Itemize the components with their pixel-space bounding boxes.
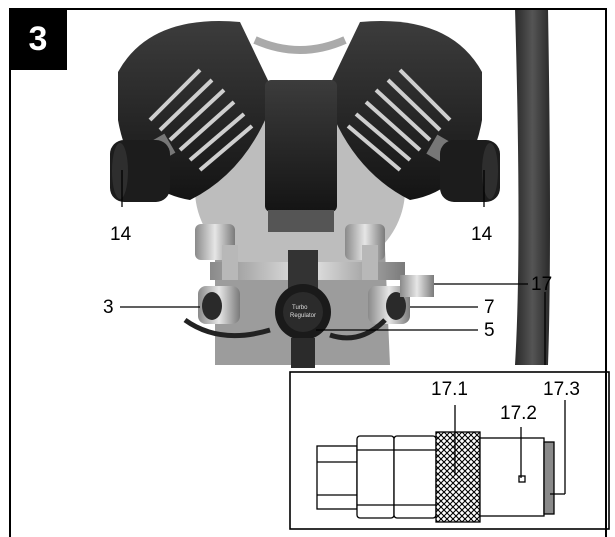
pressure-switch <box>265 80 337 212</box>
callout-outlet-right: 7 <box>484 297 495 318</box>
knob-text-line2: Regulator <box>290 313 317 319</box>
figure-number-badge: 3 <box>9 8 67 70</box>
inset-label-17-2: 17.2 <box>500 403 537 424</box>
air-filter-right <box>426 134 500 202</box>
figure-frame <box>9 8 607 537</box>
callout-fan-left: 14 <box>110 224 132 245</box>
outlet-left <box>198 286 240 324</box>
callout-coupling: 17 <box>531 274 553 295</box>
inset-label-17-3: 17.3 <box>543 379 580 400</box>
callout-knob: 5 <box>484 320 495 341</box>
leader-lines <box>120 170 546 365</box>
callout-outlet-left: 3 <box>103 297 114 318</box>
frame-handle <box>515 8 550 365</box>
knob-text-line1: Turbo <box>292 305 308 311</box>
air-filter-left <box>110 133 176 202</box>
inset-leaders <box>454 400 566 495</box>
coupling-fitting <box>400 275 434 297</box>
callout-fan-right: 14 <box>471 224 493 245</box>
coupling-drawing <box>316 431 555 523</box>
outlet-right <box>368 286 410 324</box>
regulator-knob <box>275 250 331 368</box>
inset-label-17-1: 17.1 <box>431 379 468 400</box>
